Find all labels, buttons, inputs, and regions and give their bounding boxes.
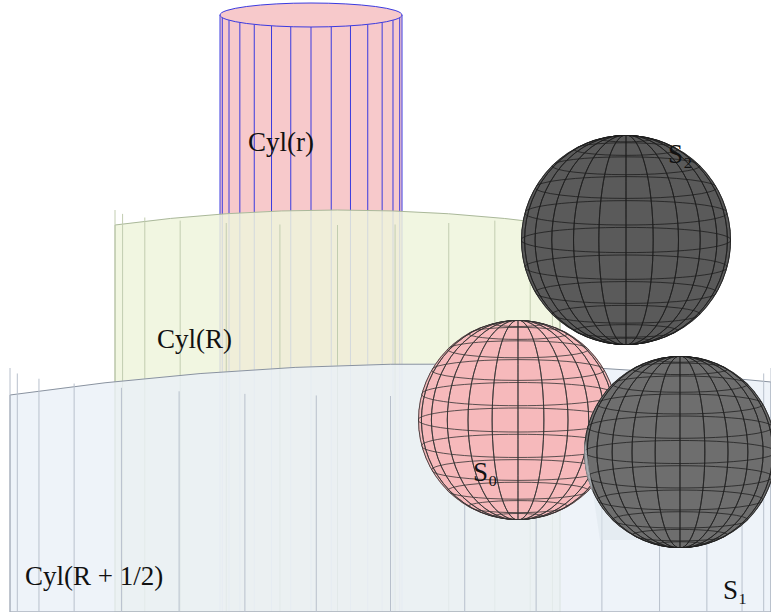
cylinder-label: Cyl(R) (157, 325, 232, 355)
cylinder-top (220, 3, 402, 27)
sphere-outline (419, 321, 618, 520)
facet-line (390, 396, 391, 612)
meridian-line (521, 135, 731, 345)
meridian-line (535, 135, 717, 345)
meridian-line (587, 356, 771, 548)
meridian-line (447, 320, 588, 520)
sphere-s1 (584, 356, 771, 548)
meridian-line (418, 320, 618, 520)
sphere-body (418, 320, 618, 520)
sphere-grid (418, 320, 618, 520)
meridian-line (492, 320, 544, 520)
translucent-overlap (584, 440, 640, 540)
parallel-line (587, 466, 771, 488)
parallel-line (587, 416, 771, 438)
meridian-line (597, 356, 763, 548)
meridian-line (552, 135, 700, 345)
meridian-line (552, 135, 700, 345)
meridian-line (447, 320, 588, 520)
meridian-line (431, 320, 604, 520)
sphere-grid (584, 356, 771, 548)
facet-line (316, 395, 317, 612)
meridian-line (492, 320, 544, 520)
meridian-line (587, 356, 771, 548)
meridian-line (655, 356, 705, 548)
meridian-line (599, 135, 653, 345)
meridian-line (574, 135, 679, 345)
sphere-body (521, 135, 731, 345)
sphere-s0 (418, 320, 618, 520)
meridian-line (525, 135, 728, 345)
meridian-line (612, 356, 748, 548)
meridian-line (626, 135, 627, 345)
meridian-line (597, 356, 763, 548)
cylinder-label: Cyl(R + 1/2) (25, 562, 163, 592)
meridian-line (421, 320, 614, 520)
meridian-line (535, 135, 717, 345)
meridian-line (421, 320, 614, 520)
meridian-line (680, 356, 681, 548)
meridian-line (612, 356, 748, 548)
meridian-line (584, 356, 771, 548)
sphere-label: S₂ (668, 140, 692, 170)
sphere-s2 (521, 135, 731, 345)
meridian-line (632, 356, 728, 548)
sphere-label: S₁ (723, 576, 747, 606)
meridian-line (431, 320, 604, 520)
sphere-grid (521, 135, 731, 345)
sphere-label: S₀ (473, 458, 497, 488)
meridian-line (632, 356, 728, 548)
meridian-line (468, 320, 568, 520)
facet-line (244, 394, 245, 612)
facet-line (10, 368, 11, 612)
meridian-line (525, 135, 728, 345)
meridian-line (599, 135, 653, 345)
facet-line (179, 391, 180, 612)
facet-line (17, 373, 18, 612)
meridian-line (655, 356, 705, 548)
sphere-body (584, 356, 771, 548)
meridian-line (468, 320, 568, 520)
meridian-line (574, 135, 679, 345)
sphere-outline (522, 136, 731, 345)
meridian-line (518, 320, 519, 520)
cylinder-label: Cyl(r) (248, 128, 314, 158)
sphere-outline (585, 357, 771, 548)
